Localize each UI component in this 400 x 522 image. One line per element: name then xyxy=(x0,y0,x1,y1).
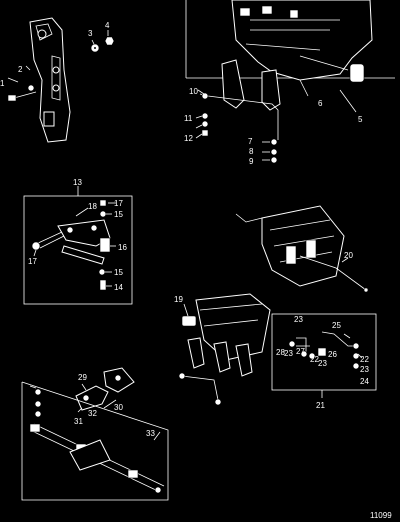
callout-33: 33 xyxy=(146,429,155,438)
callout-18: 18 xyxy=(88,202,97,211)
callout-27: 27 xyxy=(296,347,305,356)
callout-6: 6 xyxy=(318,99,323,108)
callout-21: 21 xyxy=(316,401,325,410)
callout-11: 11 xyxy=(184,114,193,123)
callout-1: 1 xyxy=(0,79,5,88)
lower-linkage-assembly xyxy=(178,293,271,406)
callout-8: 8 xyxy=(249,147,254,156)
callout-9: 9 xyxy=(249,157,254,166)
mounting-bracket-assembly xyxy=(7,17,115,143)
callout-19: 19 xyxy=(174,295,183,304)
callout-3: 3 xyxy=(88,29,93,38)
callout-25: 25 xyxy=(332,321,341,330)
engine-section-with-cable xyxy=(235,205,369,293)
callout-16: 16 xyxy=(118,243,127,252)
callout-28: 28 xyxy=(276,348,285,357)
callout-15b: 15 xyxy=(114,268,123,277)
callout-23b: 23 xyxy=(284,349,293,358)
callout-5: 5 xyxy=(358,115,363,124)
callout-12: 12 xyxy=(184,134,193,143)
callout-labels: 1 2 3 4 5 6 7 8 9 10 11 12 13 14 15 15 1… xyxy=(0,21,392,520)
assembly-21-box xyxy=(271,313,377,398)
callout-10: 10 xyxy=(189,87,198,96)
bracket-29-30 xyxy=(75,367,135,413)
figure-number: 11099 xyxy=(370,511,392,520)
callout-31: 31 xyxy=(74,417,83,426)
callout-23a: 23 xyxy=(294,315,303,324)
callout-23d: 23 xyxy=(360,365,369,374)
callout-15a: 15 xyxy=(114,210,123,219)
assembly-13-box xyxy=(23,186,133,305)
callout-26: 26 xyxy=(328,350,337,359)
throttle-linkage-assembly xyxy=(185,0,395,164)
callout-20: 20 xyxy=(344,251,353,260)
callout-24: 24 xyxy=(360,377,369,386)
callout-17a: 17 xyxy=(114,199,123,208)
callout-4: 4 xyxy=(105,21,110,30)
assembly-33-box xyxy=(21,381,169,501)
callout-23c: 23 xyxy=(318,359,327,368)
callout-22b: 22 xyxy=(360,355,369,364)
callout-22a: 22 xyxy=(310,355,319,364)
callout-7: 7 xyxy=(248,137,253,146)
callout-13: 13 xyxy=(73,178,82,187)
callout-17b: 17 xyxy=(28,257,37,266)
callout-14: 14 xyxy=(114,283,123,292)
callout-32: 32 xyxy=(88,409,97,418)
callout-29: 29 xyxy=(78,373,87,382)
callout-30: 30 xyxy=(114,403,123,412)
callout-2: 2 xyxy=(18,65,23,74)
